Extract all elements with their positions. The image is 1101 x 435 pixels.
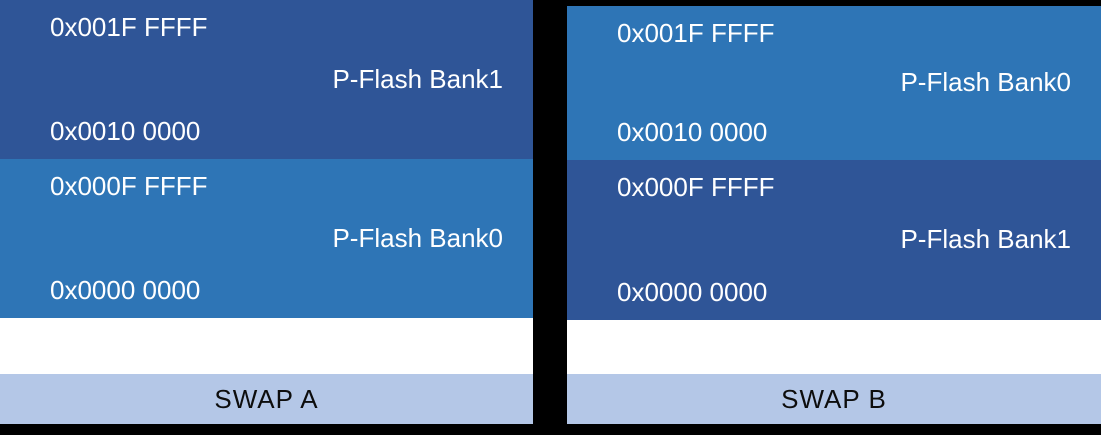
memory-block-bank0: 0x001F FFFF P-Flash Bank0 0x0010 0000 — [567, 6, 1101, 160]
memory-block-bank1: 0x000F FFFF P-Flash Bank1 0x0000 0000 — [567, 160, 1101, 320]
address-top-label: 0x001F FFFF — [617, 18, 775, 48]
address-bottom-label: 0x0000 0000 — [617, 276, 768, 307]
swap-b-footer-bar: SWAP B — [567, 374, 1101, 424]
swap-b-column: 0x001F FFFF P-Flash Bank0 0x0010 0000 0x… — [567, 6, 1101, 424]
swap-a-footer-bar: SWAP A — [0, 374, 533, 424]
bank-label: P-Flash Bank1 — [332, 63, 503, 94]
address-bottom-label: 0x0010 0000 — [617, 116, 768, 147]
memory-block-bank1: 0x001F FFFF P-Flash Bank1 0x0010 0000 — [0, 0, 533, 159]
address-bottom-label: 0x0010 0000 — [50, 115, 201, 146]
address-top-label: 0x000F FFFF — [50, 171, 208, 201]
memory-block-bank0: 0x000F FFFF P-Flash Bank0 0x0000 0000 — [0, 159, 533, 318]
swap-a-column: 0x001F FFFF P-Flash Bank1 0x0010 0000 0x… — [0, 0, 533, 424]
white-gap — [567, 320, 1101, 374]
white-gap — [0, 318, 533, 374]
address-bottom-label: 0x0000 0000 — [50, 274, 201, 305]
address-top-label: 0x001F FFFF — [50, 12, 208, 42]
bank-label: P-Flash Bank0 — [900, 67, 1071, 98]
swap-b-label: SWAP B — [781, 383, 887, 414]
swap-a-label: SWAP A — [214, 383, 319, 414]
address-top-label: 0x000F FFFF — [617, 172, 775, 202]
bank-label: P-Flash Bank0 — [332, 222, 503, 253]
bank-label: P-Flash Bank1 — [900, 224, 1071, 255]
